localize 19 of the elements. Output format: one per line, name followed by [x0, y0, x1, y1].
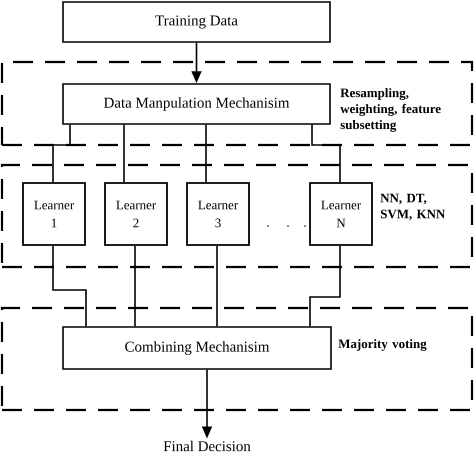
- learner-box: Learner 3: [186, 182, 250, 246]
- side-note: NN, DT, SVM, KNN: [380, 194, 446, 220]
- process-box: Combining Mechanisim: [62, 326, 332, 370]
- connector-line: [216, 246, 218, 326]
- connector-line: [52, 124, 71, 182]
- connector-line: [134, 246, 136, 326]
- side-note: Resampling, weighting, feature subsetting: [340, 88, 441, 132]
- connector-line: [205, 124, 207, 182]
- connector-line: [311, 124, 341, 182]
- side-note: Majority voting: [338, 339, 427, 351]
- connector-line: [309, 246, 341, 326]
- learner-box: Learner 1: [22, 182, 86, 246]
- connector-line: [52, 246, 87, 326]
- process-box: Training Data: [62, 1, 331, 43]
- learner-box: Learner N: [309, 182, 373, 246]
- process-box: Data Manpulation Mechanisim: [62, 83, 331, 125]
- output-label: Final Decision: [164, 440, 251, 452]
- connector-line: [123, 124, 125, 182]
- learner-box: Learner 2: [104, 182, 168, 246]
